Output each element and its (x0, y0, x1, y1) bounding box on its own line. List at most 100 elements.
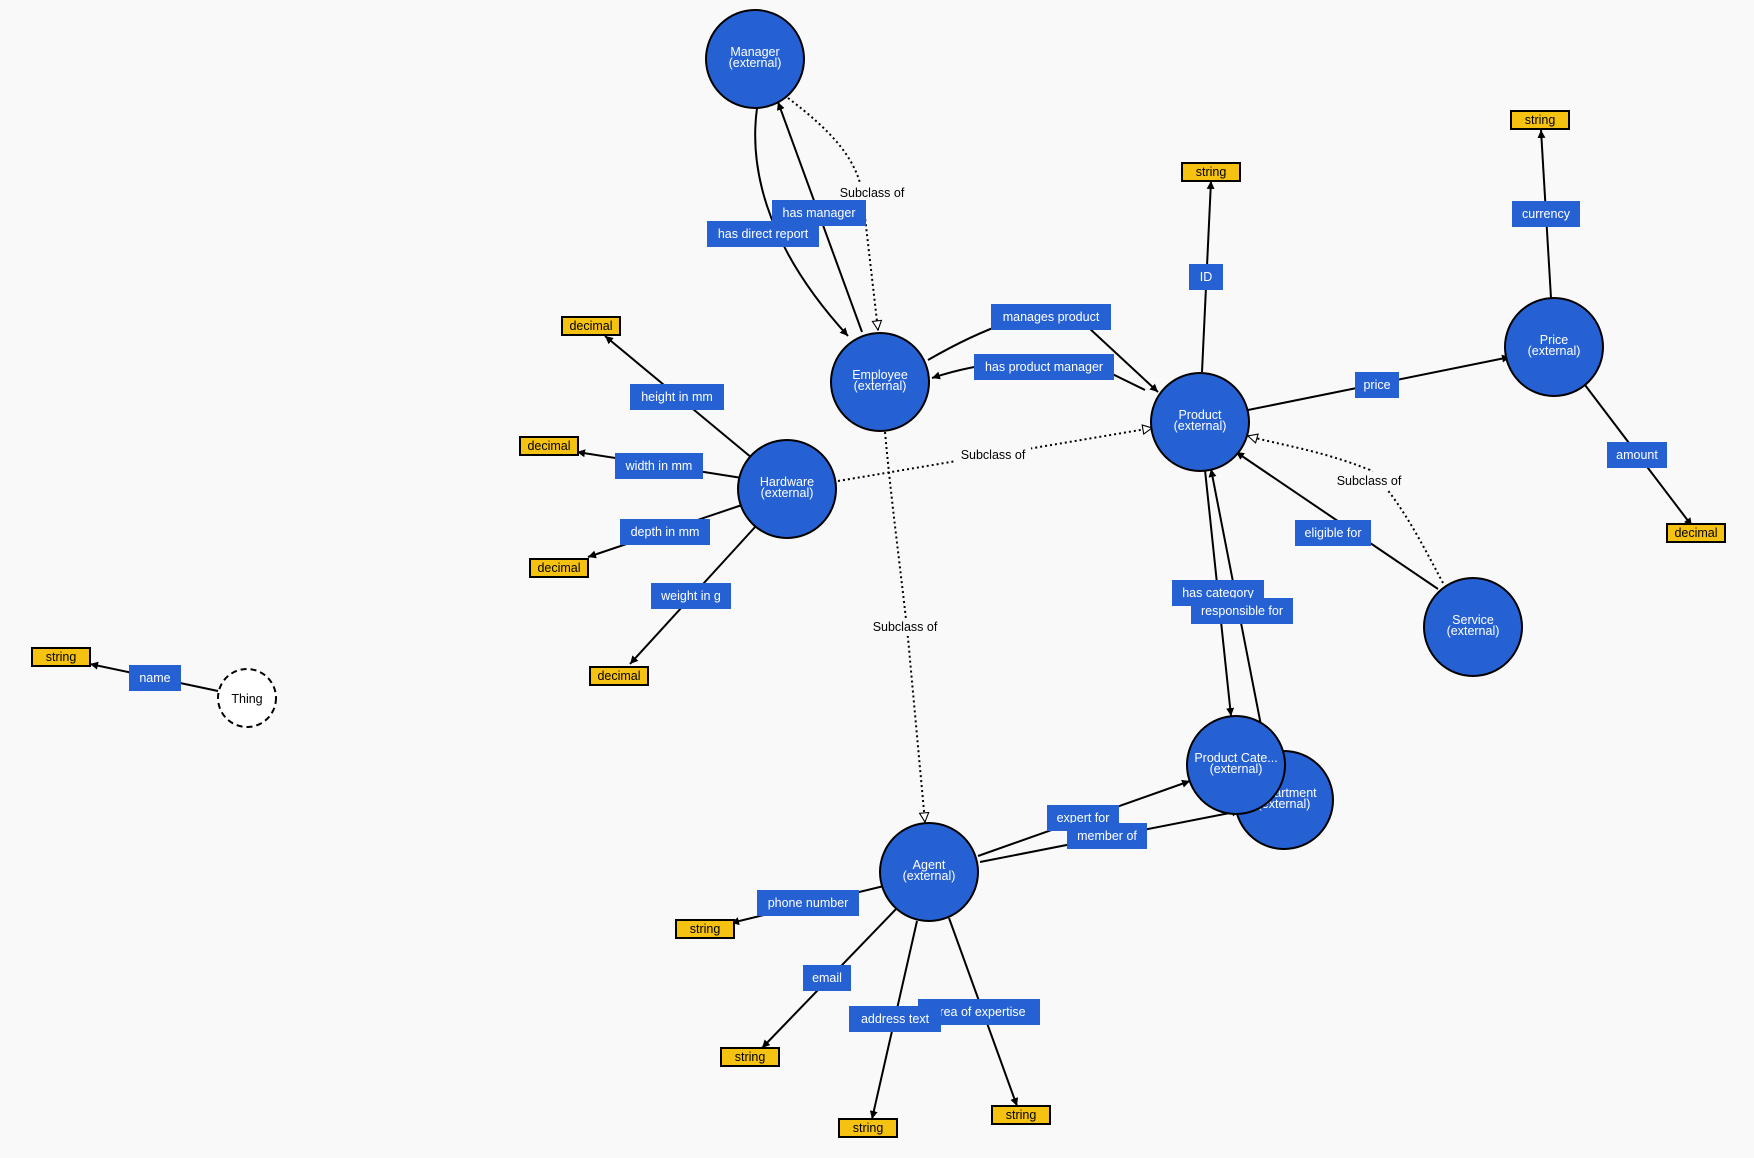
datatype-string[interactable]: string (838, 1118, 898, 1138)
datatype-decimal[interactable]: decimal (529, 558, 589, 578)
property-text: responsible for (1201, 604, 1283, 618)
property-label-manages-product[interactable]: manages product (991, 304, 1111, 330)
datatype-string[interactable]: string (1181, 162, 1241, 182)
class-sublabel: (external) (1447, 624, 1500, 638)
property-label-eligible-for[interactable]: eligible for (1295, 520, 1371, 546)
edge-has-direct-report[interactable] (754, 107, 849, 337)
subclass-text: Subclass of (961, 448, 1026, 462)
class-label: Manager (730, 45, 779, 59)
class-node-manager[interactable]: Manager (external) (705, 9, 805, 109)
property-label-name[interactable]: name (129, 665, 181, 691)
datatype-decimal[interactable]: decimal (589, 666, 649, 686)
datatype-string[interactable]: string (991, 1105, 1051, 1125)
class-nodes: Manager (external) Employee (external) P… (217, 9, 1604, 922)
class-node-product[interactable]: Product (external) (1150, 372, 1250, 472)
datatype-label: string (1525, 113, 1556, 127)
property-text: price (1363, 378, 1390, 392)
subclass-label-service-product[interactable]: Subclass of (1331, 472, 1407, 490)
property-text: has direct report (718, 227, 809, 241)
class-node-price[interactable]: Price (external) (1504, 297, 1604, 397)
edge-subclass-service-product[interactable] (1248, 436, 1444, 584)
property-label-has-manager[interactable]: has manager (772, 200, 866, 226)
property-text: name (139, 671, 170, 685)
datatype-decimal[interactable]: decimal (519, 436, 579, 456)
subclass-label-hardware-product[interactable]: Subclass of (955, 446, 1031, 464)
datatype-label: decimal (597, 669, 640, 683)
property-label-address-text[interactable]: address text (849, 1006, 941, 1032)
datatype-label: decimal (1674, 526, 1717, 540)
property-text: phone number (768, 896, 849, 910)
class-label: Product Cate... (1194, 751, 1277, 765)
property-label-price[interactable]: price (1355, 372, 1399, 398)
subclass-text: Subclass of (873, 620, 938, 634)
property-label-email[interactable]: email (803, 965, 851, 991)
class-sublabel: (external) (1528, 344, 1581, 358)
class-sublabel: (external) (761, 486, 814, 500)
property-text: depth in mm (631, 525, 700, 539)
class-label: Price (1540, 333, 1569, 347)
property-label-currency[interactable]: currency (1512, 201, 1580, 227)
class-label: Thing (231, 692, 262, 706)
edge-subclass-employee-agent[interactable] (884, 431, 925, 822)
class-node-employee[interactable]: Employee (external) (830, 332, 930, 432)
class-node-agent[interactable]: Agent (external) (879, 822, 979, 922)
property-text: manages product (1003, 310, 1100, 324)
property-label-has-product-manager[interactable]: has product manager (974, 354, 1114, 380)
property-text: currency (1522, 207, 1571, 221)
class-node-thing[interactable]: Thing (217, 668, 277, 728)
datatype-label: string (46, 650, 77, 664)
datatype-nodes: string string decimal decimal decimal de… (31, 110, 1726, 1138)
subclass-label-employee-agent[interactable]: Subclass of (867, 618, 943, 636)
datatype-string[interactable]: string (720, 1047, 780, 1067)
datatype-string[interactable]: string (1510, 110, 1570, 130)
datatype-decimal[interactable]: decimal (561, 316, 621, 336)
datatype-label: string (853, 1121, 884, 1135)
datatype-string[interactable]: string (675, 919, 735, 939)
datatype-label: decimal (527, 439, 570, 453)
class-label: Product (1178, 408, 1222, 422)
class-label: Agent (913, 858, 946, 872)
class-node-service[interactable]: Service (external) (1423, 577, 1523, 677)
class-sublabel: (external) (854, 379, 907, 393)
class-label: Employee (852, 368, 908, 382)
property-text: weight in g (660, 589, 721, 603)
datatype-decimal[interactable]: decimal (1666, 523, 1726, 543)
datatype-label: string (1196, 165, 1227, 179)
property-text: ID (1200, 270, 1213, 284)
property-text: amount (1616, 448, 1658, 462)
class-sublabel: (external) (729, 56, 782, 70)
property-label-responsible-for[interactable]: responsible for (1191, 598, 1293, 624)
property-text: address text (861, 1012, 930, 1026)
property-text: area of expertise (932, 1005, 1025, 1019)
property-label-amount[interactable]: amount (1607, 442, 1667, 468)
class-label: Service (1452, 613, 1494, 627)
property-text: height in mm (641, 390, 713, 404)
subclass-text: Subclass of (840, 186, 905, 200)
datatype-label: string (1006, 1108, 1037, 1122)
class-sublabel: (external) (903, 869, 956, 883)
property-label-depth-in-mm[interactable]: depth in mm (620, 519, 710, 545)
class-sublabel: (external) (1174, 419, 1227, 433)
property-text: has manager (783, 206, 856, 220)
subclass-text: Subclass of (1337, 474, 1402, 488)
property-text: has product manager (985, 360, 1103, 374)
class-node-product-category[interactable]: Product Cate... (external) (1186, 715, 1286, 815)
property-label-weight-in-g[interactable]: weight in g (651, 583, 731, 609)
property-label-width-in-mm[interactable]: width in mm (615, 453, 703, 479)
property-label-height-in-mm[interactable]: height in mm (630, 384, 724, 410)
edge-subclass-hardware-product[interactable] (837, 428, 1152, 482)
datatype-string[interactable]: string (31, 647, 91, 667)
subclass-label-employee-manager[interactable]: Subclass of (834, 184, 910, 202)
property-text: width in mm (625, 459, 693, 473)
class-sublabel: (external) (1210, 762, 1263, 776)
property-label-id[interactable]: ID (1189, 264, 1223, 290)
property-label-member-of[interactable]: member of (1067, 823, 1147, 849)
class-node-hardware[interactable]: Hardware (external) (737, 439, 837, 539)
datatype-label: string (735, 1050, 766, 1064)
property-text: eligible for (1305, 526, 1362, 540)
class-label: Hardware (760, 475, 814, 489)
property-text: expert for (1057, 811, 1110, 825)
datatype-label: decimal (569, 319, 612, 333)
property-label-phone-number[interactable]: phone number (757, 890, 859, 916)
